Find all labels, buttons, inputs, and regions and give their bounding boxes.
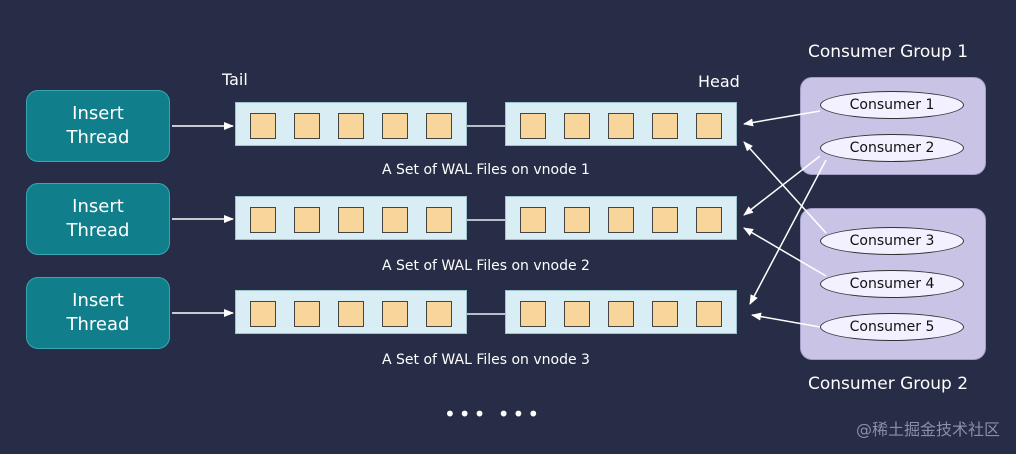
insert-thread-3: Insert Thread (26, 277, 170, 349)
consumer-4-arrow (743, 227, 827, 277)
wal-file-segment (505, 290, 737, 334)
wal-slot (250, 113, 276, 139)
consumer-group-2-title: Consumer Group 2 (808, 374, 969, 394)
wal-slot (426, 207, 452, 233)
head-label: Head (698, 72, 740, 91)
wal-slot (338, 301, 364, 327)
wal-slot (382, 301, 408, 327)
wal-slot (294, 113, 320, 139)
watermark: @稀土掘金技术社区 (855, 420, 1000, 439)
wal-slot (608, 113, 634, 139)
wal-slot (250, 301, 276, 327)
wal-slot (696, 301, 722, 327)
consumer-3-arrow (743, 141, 827, 234)
consumer-3: Consumer 3 (820, 227, 964, 255)
wal-file-segment (235, 290, 467, 334)
insert-thread-1: Insert Thread (26, 90, 170, 162)
consumer-group-1-title: Consumer Group 1 (808, 42, 969, 62)
insert-thread-2: Insert Thread (26, 183, 170, 255)
consumer-1: Consumer 1 (820, 91, 964, 119)
wal-slot (294, 301, 320, 327)
wal-caption-3: A Set of WAL Files on vnode 3 (382, 352, 590, 368)
tail-label: Tail (222, 70, 248, 89)
consumer-group-cross-arrow (749, 159, 827, 305)
wal-slot (520, 207, 546, 233)
wal-slot (652, 301, 678, 327)
consumer-4: Consumer 4 (820, 270, 964, 298)
consumer-5-arrow (751, 312, 821, 328)
wal-slot (696, 207, 722, 233)
wal-slot (564, 301, 590, 327)
wal-slot (696, 113, 722, 139)
wal-slot (608, 207, 634, 233)
ellipsis: ••• ••• (444, 402, 543, 426)
consumer-5: Consumer 5 (820, 313, 964, 341)
wal-file-segment (235, 196, 467, 240)
wal-slot (250, 207, 276, 233)
wal-caption-2: A Set of WAL Files on vnode 2 (382, 258, 590, 274)
wal-file-segment (505, 102, 737, 146)
wal-slot (338, 113, 364, 139)
consumer-2-arrow (743, 155, 821, 216)
wal-slot (608, 301, 634, 327)
wal-file-segment (235, 102, 467, 146)
wal-slot (652, 207, 678, 233)
wal-slot (382, 113, 408, 139)
wal-slot (338, 207, 364, 233)
wal-slot (564, 207, 590, 233)
wal-slot (564, 113, 590, 139)
wal-slot (294, 207, 320, 233)
wal-slot (520, 113, 546, 139)
wal-slot (426, 113, 452, 139)
wal-slot (652, 113, 678, 139)
wal-slot (426, 301, 452, 327)
wal-slot (382, 207, 408, 233)
wal-slot (520, 301, 546, 327)
consumer-1-arrow (743, 110, 821, 127)
consumer-2: Consumer 2 (820, 134, 964, 162)
wal-file-segment (505, 196, 737, 240)
wal-caption-1: A Set of WAL Files on vnode 1 (382, 162, 590, 178)
